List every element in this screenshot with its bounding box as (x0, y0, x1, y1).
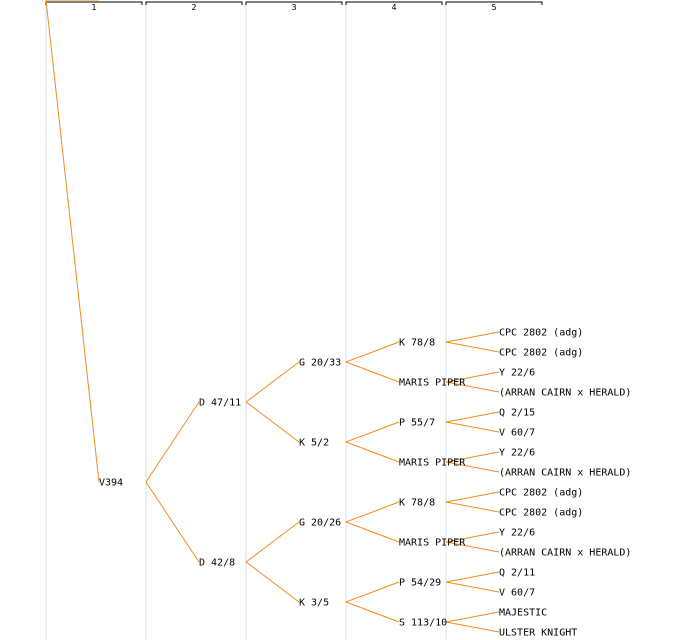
tree-edges (45, 0, 500, 633)
node-label: MARIS PIPER (399, 458, 466, 469)
tree-edge (445, 541, 500, 553)
node-label: Q 2/15 (499, 408, 535, 419)
tree-edge (145, 481, 200, 563)
column-header-label: 3 (291, 3, 296, 12)
column-header-label: 4 (391, 3, 396, 12)
column-bracket (245, 1, 343, 5)
node-label: K 78/8 (399, 498, 435, 509)
tree-edge (445, 581, 500, 593)
tree-edge (445, 421, 500, 433)
node-label: D 42/8 (199, 558, 235, 569)
node-label: V394 (99, 478, 123, 489)
node-label: (ARRAN CAIRN x HERALD) (499, 548, 631, 559)
tree-edge (445, 411, 500, 423)
tree-edge (445, 611, 500, 623)
node-label: CPC 2802 (adg) (499, 508, 583, 519)
tree-edge (345, 501, 400, 523)
column-bracket (445, 1, 543, 5)
node-label: CPC 2802 (adg) (499, 488, 583, 499)
node-label: G 20/26 (299, 518, 341, 529)
tree-edge (445, 621, 500, 633)
tree-edge (345, 521, 400, 543)
tree-edge (445, 331, 500, 343)
node-label: 1463.1 (99, 0, 135, 3)
node-label: (ARRAN CAIRN x HERALD) (499, 468, 631, 479)
node-label: CPC 2802 (adg) (499, 328, 583, 339)
tree-edge (45, 0, 100, 483)
tree-edge (245, 521, 300, 563)
node-label: MARIS PIPER (399, 378, 466, 389)
node-label: CPC 2802 (adg) (499, 348, 583, 359)
column-bracket (345, 1, 443, 5)
tree-edge (445, 531, 500, 543)
tree-edge (245, 561, 300, 603)
column-rules (45, 4, 447, 640)
column-bracket (145, 1, 243, 5)
tree-edge (445, 491, 500, 503)
node-label: Q 2/11 (499, 568, 535, 579)
node-label: P 55/7 (399, 418, 435, 429)
column-header-label: 5 (491, 3, 496, 12)
column-headers: 1 2 3 4 5 (45, 1, 543, 12)
node-label: ULSTER KNIGHT (499, 628, 577, 639)
tree-edge (345, 581, 400, 603)
node-label: K 78/8 (399, 338, 435, 349)
node-label: Y 22/6 (499, 448, 535, 459)
tree-edge (445, 501, 500, 513)
tree-edge (345, 341, 400, 363)
tree-edge (345, 361, 400, 383)
column-header-label: 2 (191, 3, 196, 12)
tree-edge (445, 571, 500, 583)
tree-edge (445, 381, 500, 393)
tree-nodes: MOONLIGHT1463.1V394D 47/11G 20/33K 78/8C… (0, 0, 631, 639)
tree-edge (345, 421, 400, 443)
node-label: D 47/11 (199, 398, 241, 409)
tree-edge (345, 441, 400, 463)
node-label: S 113/10 (399, 618, 447, 629)
node-label: K 3/5 (299, 598, 329, 609)
node-label: Y 22/6 (499, 368, 535, 379)
tree-edge (245, 401, 300, 443)
tree-edge (345, 601, 400, 623)
tree-edge (445, 461, 500, 473)
tree-edge (245, 361, 300, 403)
tree-edge (145, 401, 200, 483)
node-label: V 60/7 (499, 588, 535, 599)
node-label: G 20/33 (299, 358, 341, 369)
root-node-label: MOONLIGHT (0, 0, 54, 3)
node-label: MAJESTIC (499, 608, 547, 619)
column-header-label: 1 (91, 3, 96, 12)
tree-edge (445, 371, 500, 383)
node-label: P 54/29 (399, 578, 441, 589)
node-label: V 60/7 (499, 428, 535, 439)
node-label: Y 22/6 (499, 528, 535, 539)
tree-edge (445, 341, 500, 353)
node-label: MARIS PIPER (399, 538, 466, 549)
tree-edge (445, 451, 500, 463)
node-label: (ARRAN CAIRN x HERALD) (499, 388, 631, 399)
node-label: K 5/2 (299, 438, 329, 449)
